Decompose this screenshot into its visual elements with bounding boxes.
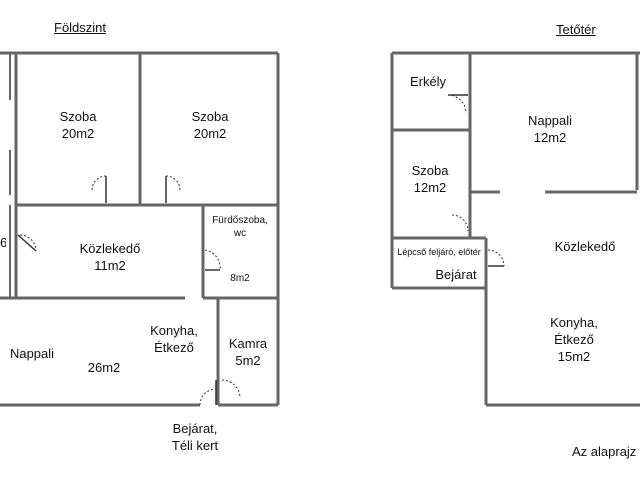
attic-room-label-nappali: Nappali 12m2 bbox=[515, 112, 585, 146]
room-name: Szoba bbox=[411, 163, 449, 178]
attic-room-label-konyha: Konyha, Étkező 15m2 bbox=[538, 314, 610, 365]
room-label-furdoszoba-area: 8m2 bbox=[230, 273, 250, 284]
room-area: 12m2 bbox=[533, 130, 567, 145]
room-label-furdoszoba: Fürdőszoba, wc bbox=[205, 214, 275, 240]
room-label-nappali: Nappali bbox=[9, 346, 55, 361]
room-area: wc bbox=[233, 228, 247, 239]
room-name: Fürdőszoba, bbox=[212, 215, 268, 226]
room-label-szoba-1: Szoba 20m2 bbox=[48, 108, 108, 142]
attic-walls bbox=[390, 51, 640, 407]
room-area: 20m2 bbox=[61, 126, 95, 141]
room-name: Közlekedő bbox=[79, 241, 141, 256]
room-area: 20m2 bbox=[193, 126, 227, 141]
attic-room-label-erkely: Erkély bbox=[409, 74, 447, 89]
ground-floor-walls bbox=[0, 51, 280, 407]
entrance-label: Bejárat, Téli kert bbox=[155, 420, 235, 454]
room-label-konyha: Konyha, Étkező bbox=[140, 322, 208, 356]
attic-doors bbox=[447, 94, 505, 267]
attic-room-label-lepcso: Lépcső feljáró, előtér bbox=[397, 247, 481, 257]
room-area: Étkező bbox=[554, 332, 594, 347]
ground-floor-title: Földszint bbox=[54, 20, 107, 35]
room-area: Étkező bbox=[154, 340, 194, 355]
entrance-line-2: Téli kert bbox=[171, 438, 219, 453]
room-label-kamra: Kamra 5m2 bbox=[222, 335, 274, 369]
ground-floor-doors bbox=[17, 175, 241, 406]
room-name: Kamra bbox=[228, 336, 268, 351]
left-edge-label: 6 bbox=[0, 235, 6, 250]
room-name: Szoba bbox=[59, 109, 97, 124]
attic-footnote: Az alaprajz bbox=[572, 444, 637, 459]
room-area: 11m2 bbox=[94, 258, 126, 273]
entrance-line-1: Bejárat, bbox=[172, 421, 218, 436]
room-name: Nappali bbox=[527, 113, 573, 128]
room-name: Szoba bbox=[191, 109, 229, 124]
attic-room-label-bejarat: Bejárat bbox=[435, 267, 477, 282]
room-label-nappali-area: 26m2 bbox=[87, 360, 121, 375]
room-label-kozlekedo: Közlekedő 11m2 bbox=[70, 240, 150, 274]
room-label-szoba-2: Szoba 20m2 bbox=[180, 108, 240, 142]
attic-room-label-szoba: Szoba 12m2 bbox=[400, 162, 460, 196]
room-area: 5m2 bbox=[235, 353, 261, 368]
room-name: Konyha, bbox=[550, 315, 598, 330]
room-name: Konyha, bbox=[150, 323, 198, 338]
attic-room-label-kozlekedo: Közlekedő bbox=[554, 239, 616, 254]
room-area: 15m2 bbox=[557, 349, 591, 364]
attic-title: Tetőtér bbox=[556, 22, 596, 37]
room-area: 12m2 bbox=[413, 180, 447, 195]
